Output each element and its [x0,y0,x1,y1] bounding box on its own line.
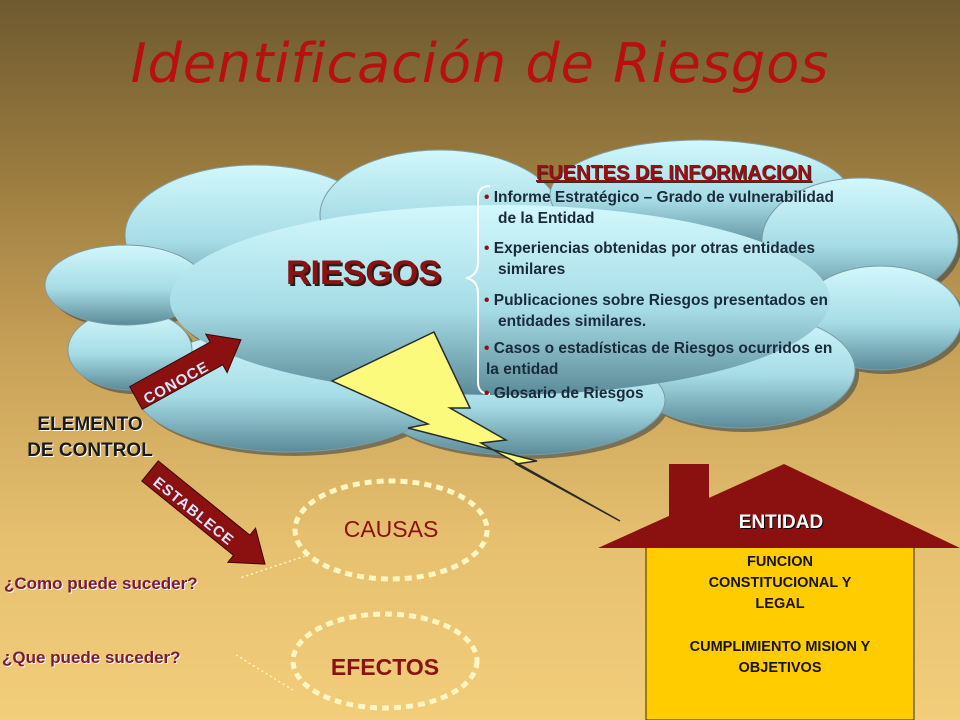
fuentes-title: FUENTES DE INFORMACION [536,162,812,184]
causas-label: CAUSAS [343,516,439,542]
cloud-fill [170,205,830,395]
efectos-ellipse [290,611,480,711]
lightning-bolt [330,330,621,522]
efectos-label: EFECTOS [330,654,440,680]
fuente-item: • Casos o estadísticas de Riesgos ocurri… [484,340,833,378]
entidad-line: CONSTITUCIONAL Y [708,575,852,591]
efectos-connector [235,654,294,691]
fuente-item: • Glosario de Riesgos [484,385,644,402]
question-que: ¿Que puede suceder? [2,648,181,667]
entidad-label: ENTIDAD [738,512,824,533]
elemento-line: ELEMENTO [37,414,143,435]
entidad-line: LEGAL [755,596,805,612]
elemento-de-control: ELEMENTO DE CONTROL [10,412,170,464]
entidad-line: OBJETIVOS [738,660,822,676]
fuente-line: similares [498,261,566,278]
fuente-line: de la Entidad [498,210,595,227]
fuente-line: Publicaciones sobre Riesgos presentados … [493,292,828,309]
spacer [648,615,912,637]
fuente-line: Informe Estratégico – Grado de vulnerabi… [493,189,834,206]
elemento-line: DE CONTROL [27,440,153,461]
riesgos-label: RIESGOS [286,254,441,292]
question-como: ¿Como puede suceder? [4,574,198,593]
fuente-line: Casos o estadísticas de Riesgos ocurrido… [493,340,833,357]
entidad-line: CUMPLIMIENTO MISION Y [689,639,871,655]
page-title: Identificación de Riesgos [130,32,830,95]
entidad-description: FUNCION CONSTITUCIONAL Y LEGAL CUMPLIMIE… [648,552,912,679]
fuente-item: • Publicaciones sobre Riesgos presentado… [484,292,828,330]
causas-ellipse [292,478,490,582]
fuente-line: entidades similares. [498,313,647,330]
fuente-item: • Informe Estratégico – Grado de vulnera… [484,189,834,227]
causas-connector [239,555,306,579]
fuentes-bracket [465,185,491,395]
fuente-line: la entidad [486,361,559,378]
fuente-line: Glosario de Riesgos [493,385,644,402]
fuente-item: • Experiencias obtenidas por otras entid… [484,240,816,278]
conoce-arrow [129,333,242,411]
fuente-line: Experiencias obtenidas por otras entidad… [493,240,816,257]
establece-arrow [141,460,266,565]
house-body [645,544,915,720]
house-roof [598,464,960,548]
entidad-line: FUNCION [746,554,814,570]
